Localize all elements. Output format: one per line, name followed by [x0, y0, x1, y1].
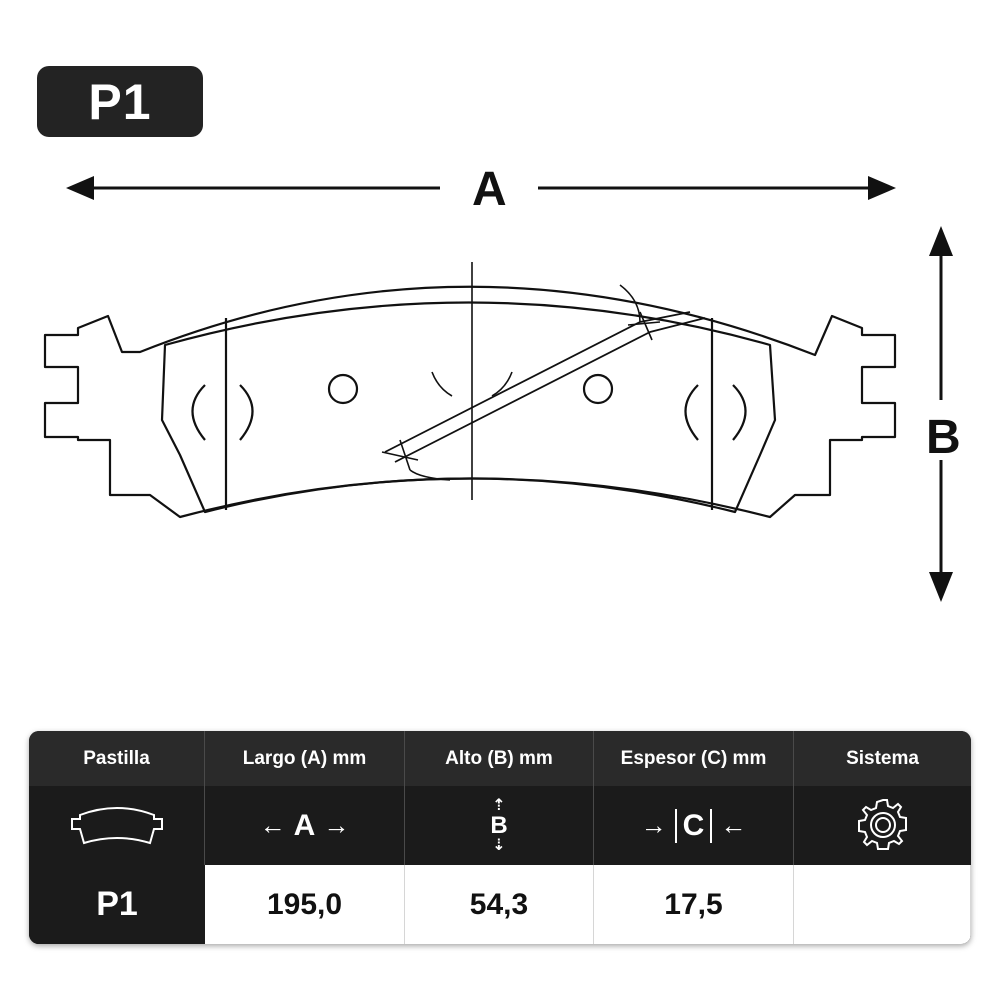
- header-espesor: Espesor (C) mm: [594, 731, 794, 786]
- dimension-b-label: B: [926, 411, 961, 464]
- value-espesor: 17,5: [594, 865, 794, 944]
- inward-left-arrow-icon: ←: [720, 810, 747, 840]
- header-sistema: Sistema: [846, 747, 919, 769]
- dimension-a-arrow: [66, 176, 896, 200]
- alto-icon: ⇡ B ⇣: [405, 786, 594, 865]
- brake-pad-icon: [29, 786, 205, 865]
- header-alto: Alto (B) mm: [405, 731, 594, 786]
- left-arrow-icon: ←: [259, 810, 286, 840]
- value-sistema: [794, 865, 971, 944]
- value-alto: 54,3: [405, 865, 594, 944]
- brake-pad-outline: [43, 262, 897, 519]
- dimension-a-label: A: [472, 163, 507, 216]
- table-row: P1 195,0 54,3 17,5: [29, 865, 971, 944]
- largo-icon: ← A →: [205, 786, 405, 865]
- espesor-letter: C: [674, 808, 713, 843]
- down-arrow-icon: ⇣: [492, 836, 506, 854]
- up-arrow-icon: ⇡: [492, 796, 506, 814]
- inward-right-arrow-icon: →: [640, 810, 667, 840]
- table-icon-row: ← A → ⇡ B ⇣ → C ←: [29, 786, 971, 865]
- brake-pad-drawing: [43, 176, 953, 602]
- value-largo: 195,0: [205, 865, 405, 944]
- spec-table: Pastilla Largo (A) mm Alto (B) mm Espeso…: [29, 731, 971, 944]
- espesor-icon: → C ←: [594, 786, 794, 865]
- right-arrow-icon: →: [323, 810, 350, 840]
- dimension-b-arrow: [929, 226, 953, 602]
- header-pastilla: Pastilla: [29, 731, 205, 786]
- table-header-row: Pastilla Largo (A) mm Alto (B) mm Espeso…: [29, 731, 971, 786]
- gear-icon: [794, 786, 971, 865]
- pad-code-text: P1: [88, 73, 152, 130]
- header-largo: Largo (A) mm: [205, 731, 405, 786]
- alto-letter: B: [490, 811, 508, 839]
- pad-code-badge: P1: [37, 66, 203, 137]
- largo-letter: A: [293, 808, 316, 842]
- value-pastilla: P1: [29, 865, 205, 944]
